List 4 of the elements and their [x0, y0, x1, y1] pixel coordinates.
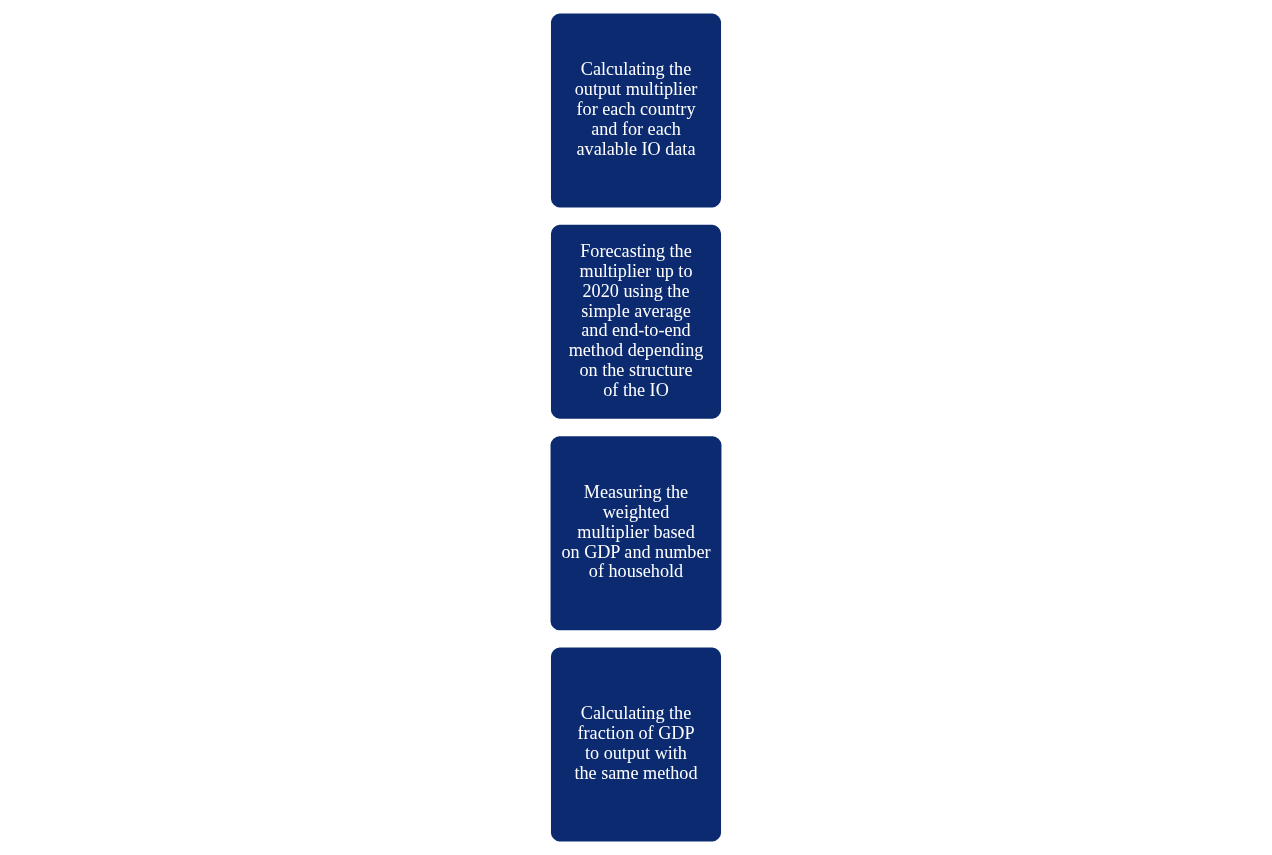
node-box: Calculating the output multiplier for each country and for each avalable IO data [548, 10, 724, 210]
node-box: Measuring the weighted multiplier based on GDP and number of household [548, 433, 724, 633]
node-box: Calculating the fraction of GDP to output with the same method [548, 645, 724, 845]
node-box: Forecasting the multiplier up to 2020 using the simple average and end-to-end method depending on the structure of the IO [548, 222, 724, 422]
